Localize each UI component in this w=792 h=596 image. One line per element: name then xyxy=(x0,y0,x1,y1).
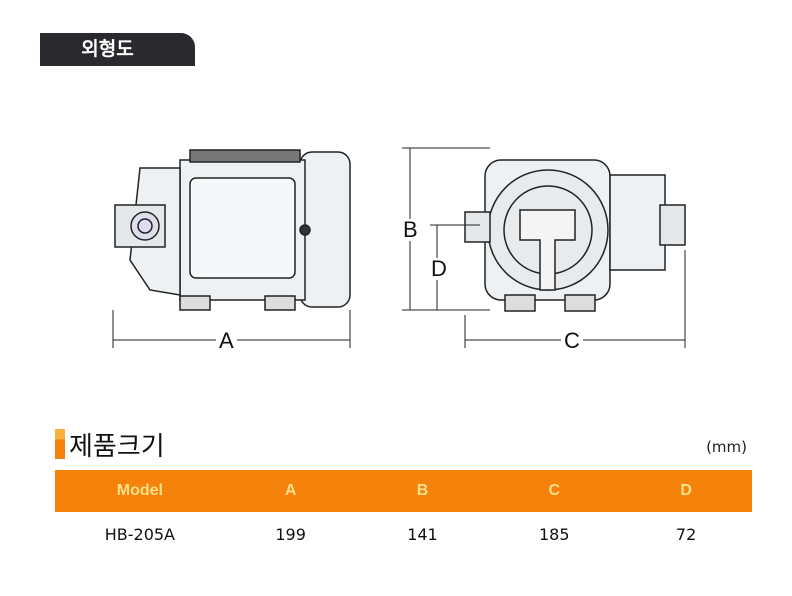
cell-b: 141 xyxy=(407,524,438,544)
cell-d: 72 xyxy=(675,524,697,544)
section-tab-outline: 외형도 xyxy=(40,33,195,66)
dimension-label-b: B xyxy=(400,219,421,241)
header-model: Model xyxy=(116,482,163,499)
side-view-pump xyxy=(114,149,351,311)
title-marker xyxy=(55,429,65,459)
table-row: HB-205A 199 141 185 72 xyxy=(55,520,752,548)
header-b: B xyxy=(416,482,429,499)
table-header: Model A B C D xyxy=(55,470,752,512)
pump-drawings xyxy=(112,147,686,348)
cell-c: 185 xyxy=(539,524,570,544)
unit-label: (mm) xyxy=(706,438,747,456)
header-a: A xyxy=(284,482,297,499)
header-d: D xyxy=(680,482,692,499)
dimension-label-d: D xyxy=(428,258,450,280)
cell-model: HB-205A xyxy=(104,524,175,544)
table-title: 제품크기 xyxy=(55,428,165,462)
dimension-label-a: A xyxy=(216,330,237,352)
dimension-label-c: C xyxy=(561,330,583,352)
table-title-text: 제품크기 xyxy=(69,431,165,462)
front-view-pump xyxy=(464,159,686,312)
cell-a: 199 xyxy=(275,524,306,544)
header-c: C xyxy=(548,482,561,499)
